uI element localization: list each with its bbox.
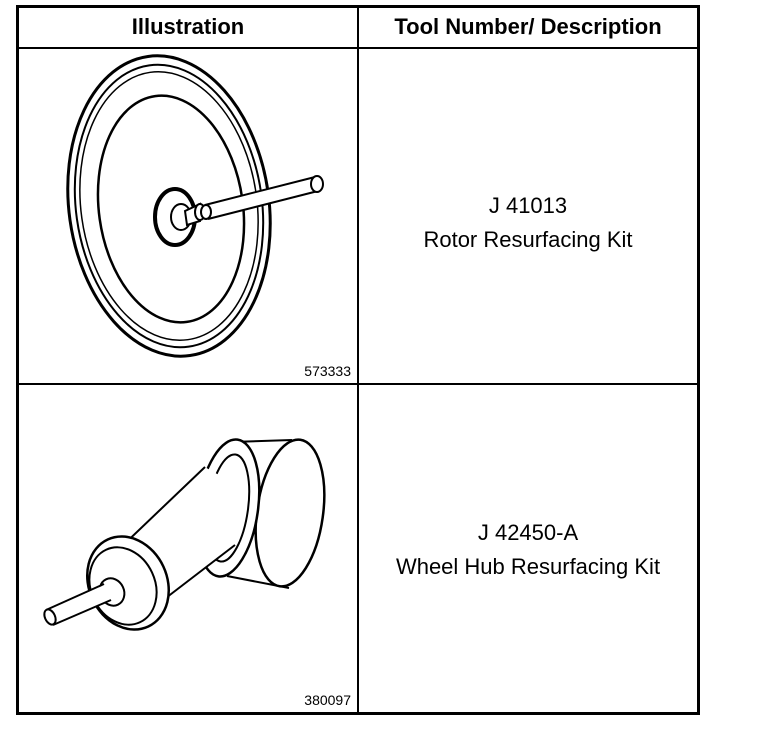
wheel-hub-resurfacing-kit-icon: [43, 438, 326, 631]
header-cell-description: Tool Number/ Description: [359, 8, 697, 47]
tool-name: Rotor Resurfacing Kit: [423, 227, 633, 252]
figure-number: 573333: [304, 363, 351, 379]
tool-description: J 42450-A Wheel Hub Resurfacing Kit: [359, 516, 697, 584]
tool-description: J 41013 Rotor Resurfacing Kit: [359, 189, 697, 257]
tool-number: J 42450-A: [477, 520, 579, 545]
table-row: 573333 J 41013 Rotor Resurfacing Kit: [19, 49, 697, 385]
tool-number: J 41013: [488, 193, 568, 218]
rotor-resurfacing-kit-icon: [66, 54, 324, 358]
header-cell-illustration: Illustration: [19, 8, 359, 47]
table-row: 380097 J 42450-A Wheel Hub Resurfacing K…: [19, 385, 697, 712]
illustration-cell: 380097: [19, 385, 359, 712]
header-description-label: Tool Number/ Description: [394, 14, 662, 39]
illustration-cell: 573333: [19, 49, 359, 383]
tool-table: Illustration Tool Number/ Description: [16, 5, 700, 715]
header-illustration-label: Illustration: [131, 14, 245, 39]
tool-name: Wheel Hub Resurfacing Kit: [395, 554, 661, 579]
description-cell: J 42450-A Wheel Hub Resurfacing Kit: [359, 385, 697, 712]
table-header-row: Illustration Tool Number/ Description: [19, 8, 697, 49]
description-cell: J 41013 Rotor Resurfacing Kit: [359, 49, 697, 383]
figure-number: 380097: [304, 692, 351, 708]
